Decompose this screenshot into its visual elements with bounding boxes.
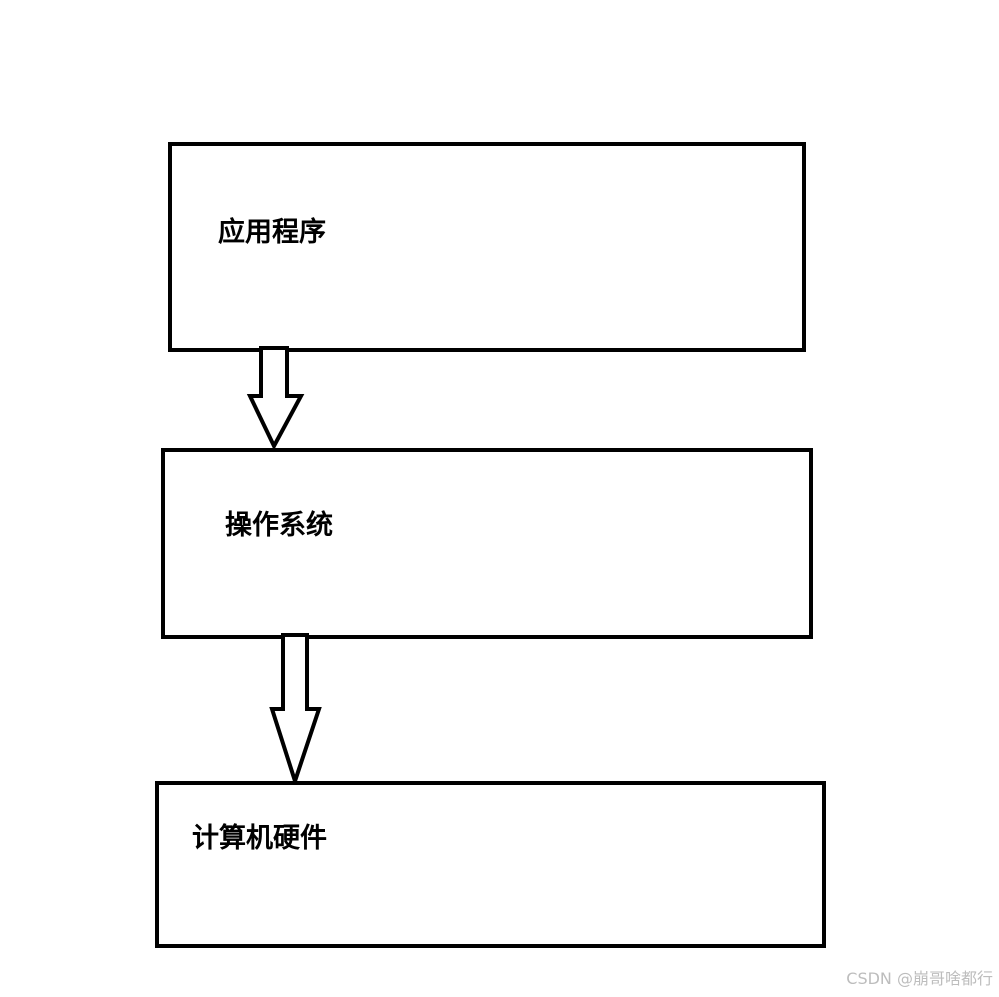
node-application: 应用程序 — [168, 142, 806, 352]
watermark: CSDN @崩哥啥都行 — [846, 969, 993, 988]
node-label-application: 应用程序 — [218, 217, 326, 248]
arrow-os-to-hardware — [269, 633, 322, 788]
node-computer-hardware: 计算机硬件 — [155, 781, 826, 948]
node-label-operating-system: 操作系统 — [225, 510, 333, 541]
node-label-computer-hardware: 计算机硬件 — [192, 823, 327, 854]
node-operating-system: 操作系统 — [161, 448, 813, 639]
arrow-app-to-os — [246, 346, 305, 451]
